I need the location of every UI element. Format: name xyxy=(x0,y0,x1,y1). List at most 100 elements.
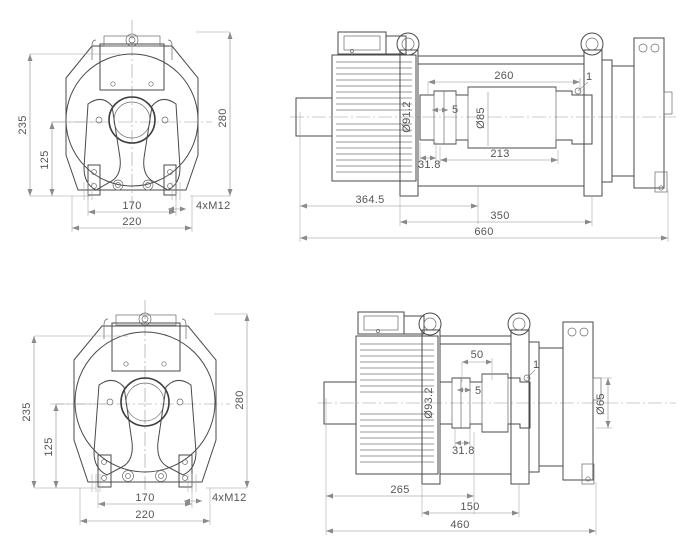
drum-circle-bl xyxy=(74,331,216,473)
mount-bracket-tr xyxy=(633,37,665,189)
hook-right xyxy=(167,39,173,60)
hub-outer-ring xyxy=(108,96,156,144)
dim-label-leader-1-tr: 1 xyxy=(586,71,592,83)
brake-arm-right xyxy=(143,99,181,191)
lifting-eye-right-bore-br xyxy=(512,317,526,331)
terminal-box-inner-br xyxy=(363,315,399,331)
lifting-eye-top-bore xyxy=(128,36,136,44)
dim-label-265: 265 xyxy=(390,484,409,496)
dim-label-260: 260 xyxy=(494,70,513,82)
frame-plate-left-tr xyxy=(399,49,419,197)
base-bolt-left-bl xyxy=(122,470,134,482)
dim-label-5-tr: 5 xyxy=(452,104,458,116)
view-bottom-left: 235 125 280 170 220 4xM12 xyxy=(21,300,250,525)
lifting-eye-right-bore-tr xyxy=(585,37,599,51)
dim-label-235-tl: 235 xyxy=(17,115,29,134)
base-bolt-right xyxy=(142,179,154,191)
dim-label-364-5: 364.5 xyxy=(355,194,384,206)
bracket-hole-a-tr xyxy=(638,43,648,53)
dim-label-170-tl: 170 xyxy=(122,200,141,212)
dim-label-50: 50 xyxy=(471,349,484,361)
dim-label-125-bl: 125 xyxy=(43,437,55,456)
brake-body-tr xyxy=(611,65,635,177)
frame-plate-right-br xyxy=(510,329,530,485)
foot-studs-left-bl xyxy=(91,474,101,492)
dim-label-4xm12-tl: 4xM12 xyxy=(196,200,231,212)
dim-label-leader-1-br: 1 xyxy=(533,359,539,371)
dim-label-170-bl: 170 xyxy=(135,492,154,504)
dim-label-d91-2: Ø91.2 xyxy=(401,101,413,132)
dim-label-280-bl: 280 xyxy=(234,390,246,409)
bracket-hole-b-tr xyxy=(650,43,660,53)
dim-label-5-br: 5 xyxy=(475,385,481,397)
brake-pivot-right xyxy=(161,116,169,124)
bracket-foot-hole-tr xyxy=(658,185,664,191)
bracket-bolt-left-b-bl xyxy=(101,475,107,481)
lifting-eye-top-bore-bl xyxy=(141,315,149,323)
bracket-foot-hole-br xyxy=(585,476,591,482)
bracket-bolt-right-a-bl xyxy=(182,459,188,465)
bracket-bolt-right-b xyxy=(167,183,173,189)
view-bottom-right: 50 5 Ø93.2 Ø65 31.8 1 265 xyxy=(318,311,676,535)
terminal-box-inner-tr xyxy=(343,35,381,51)
motor-body xyxy=(331,54,417,182)
brake-pivot-left xyxy=(95,116,103,124)
hook-right-bl xyxy=(181,318,187,339)
brake-pivot-right-bl xyxy=(176,398,184,406)
bracket-right xyxy=(163,164,177,196)
mount-bracket-br xyxy=(562,321,594,481)
bracket-bolt-right-b-bl xyxy=(182,475,188,481)
housing-outline-bl xyxy=(73,325,217,483)
bracket-foot-tr xyxy=(654,171,668,193)
drum-profile-tr xyxy=(419,86,593,149)
dim-label-4xm12-bl: 4xM12 xyxy=(212,492,247,504)
dim-label-31-8-tr: 31.8 xyxy=(418,159,441,171)
base-bolt-left-inner-bl xyxy=(125,473,131,479)
base-bolt-right-bl xyxy=(155,470,167,482)
dim-label-213: 213 xyxy=(490,148,509,160)
dim-label-d85: Ø85 xyxy=(475,107,487,129)
base-bolt-right-inner xyxy=(145,182,151,188)
lifting-eye-left-bore-tr xyxy=(401,37,415,51)
bracket-hole-a-br xyxy=(567,327,577,337)
base-bolt-right-inner-bl xyxy=(158,473,164,479)
hook-left-bl xyxy=(103,318,109,339)
dim-label-235-bl: 235 xyxy=(21,402,33,421)
drum-detail-mark xyxy=(574,87,582,95)
base-bolt-left xyxy=(112,179,124,191)
dim-label-660: 660 xyxy=(474,226,493,238)
motor-cooling-fins xyxy=(336,61,412,173)
hook-left xyxy=(91,39,97,60)
lifting-eye-left-br xyxy=(418,312,442,336)
terminal-box-bl xyxy=(111,322,181,372)
dim-label-31-8-br: 31.8 xyxy=(452,445,475,457)
bracket-right-bl xyxy=(178,454,193,488)
junction-block-br xyxy=(403,315,425,335)
dim-label-460: 460 xyxy=(450,519,469,531)
bracket-hole-b-br xyxy=(579,327,589,337)
box-bolt-left-bl xyxy=(123,361,129,367)
lifting-eye-left-tr xyxy=(396,32,420,56)
lifting-eye-top xyxy=(125,33,139,47)
bracket-tab-tr xyxy=(663,91,673,115)
dim-label-d65: Ø65 xyxy=(595,393,607,415)
leader-line-1-tr xyxy=(577,81,589,92)
brake-arm-left xyxy=(83,99,121,191)
dim-label-350: 350 xyxy=(490,210,509,222)
lifting-eye-left-bore-br xyxy=(423,317,437,331)
dim-label-280-tl: 280 xyxy=(217,108,229,127)
view-top-right: 260 5 Ø91.2 Ø85 31.8 213 1 364.5 xyxy=(290,31,676,242)
lifting-eye-top-bl xyxy=(138,312,152,326)
terminal-screw-tr xyxy=(350,49,354,53)
box-bolt-left xyxy=(110,81,116,87)
brake-body-br xyxy=(538,347,564,467)
bracket-foot-br xyxy=(581,463,595,485)
bracket-bolt-right-a xyxy=(167,169,173,175)
bracket-left-bl xyxy=(97,454,112,488)
terminal-box xyxy=(99,43,165,91)
view-top-left: 235 125 280 170 220 4xM12 xyxy=(17,20,233,232)
drum-detail-mark-br xyxy=(523,374,531,382)
box-bolt-right-bl xyxy=(161,361,167,367)
